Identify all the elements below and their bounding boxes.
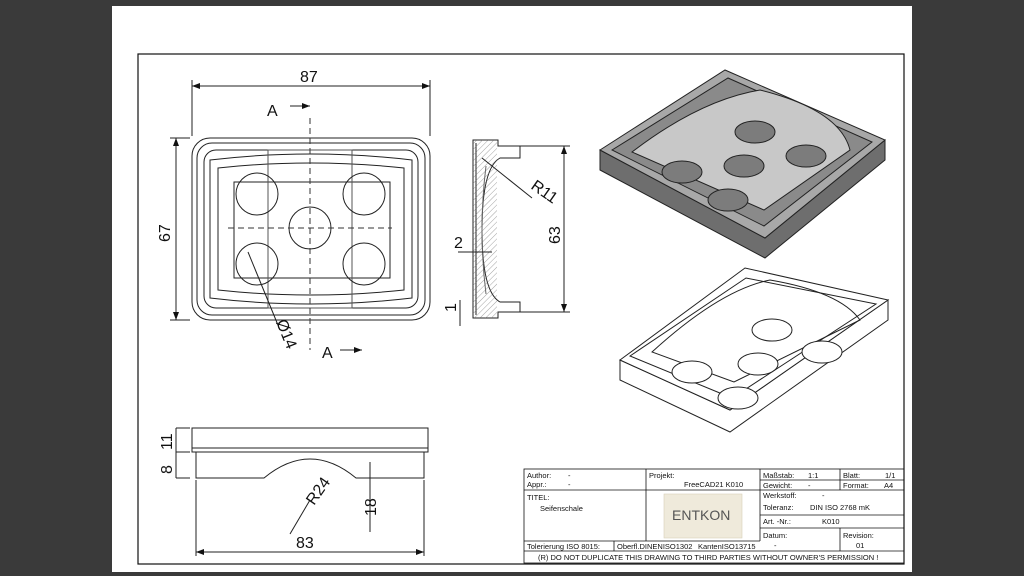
frame-border <box>137 53 905 565</box>
dim-lip-1: 1 <box>443 303 460 312</box>
dim-side-height-63: 63 <box>547 226 564 244</box>
tolerierung-text: Tolerierung ISO 8015: <box>527 542 600 551</box>
dim-front-depth-18: 18 <box>363 498 380 516</box>
author-value: - <box>568 471 571 480</box>
copyright-notice: (R) DO NOT DUPLICATE THIS DRAWING TO THI… <box>538 553 878 562</box>
iso-view-wireframe <box>619 267 890 433</box>
titel-label: TITEL: <box>527 493 550 502</box>
massstab-label: Maßstab: <box>763 471 794 480</box>
format-value: A4 <box>884 481 893 490</box>
appr-label: Appr.: <box>527 480 547 489</box>
dim-front-top-11: 11 <box>159 433 176 450</box>
artnr-value: K010 <box>822 517 840 526</box>
gewicht-label: Gewicht: <box>763 481 792 490</box>
artnr-label: Art. -Nr.: <box>763 517 791 526</box>
blatt-label: Blatt: <box>843 471 860 480</box>
side-section-view <box>458 139 570 326</box>
section-label-a-top: A <box>267 103 278 120</box>
logo-text: ENTKON <box>672 507 730 523</box>
dim-height-67: 67 <box>157 224 174 242</box>
section-label-a-bottom: A <box>322 345 333 362</box>
dim-front-bottom-8: 8 <box>159 465 176 474</box>
revision-value: 01 <box>856 541 864 550</box>
oberfl-text: Oberfl.DINENISO1302 <box>617 542 692 551</box>
blatt-value: 1/1 <box>885 471 895 480</box>
toleranz-value: DIN ISO 2768 mK <box>810 503 870 512</box>
logo-box <box>663 493 743 539</box>
datum-value: - <box>774 541 777 550</box>
toleranz-label: Toleranz: <box>763 503 793 512</box>
projekt-label: Projekt: <box>649 471 674 480</box>
datum-label: Datum: <box>763 531 787 540</box>
author-label: Author: <box>527 471 551 480</box>
kanten-text: KantenISO13715 <box>698 542 756 551</box>
werkstoff-value: - <box>822 491 825 500</box>
revision-label: Revision: <box>843 531 874 540</box>
iso-view-shaded <box>599 69 886 259</box>
appr-value: - <box>568 480 571 489</box>
dim-width-87: 87 <box>300 69 318 86</box>
dim-radius-11: R11 <box>528 177 561 207</box>
dim-diameter-14: Ø14 <box>272 317 299 352</box>
dim-wall-2: 2 <box>454 235 463 252</box>
title-block <box>523 468 905 564</box>
titel-value: Seifenschale <box>540 504 583 513</box>
front-view <box>175 427 429 556</box>
gewicht-value: - <box>808 481 811 490</box>
dim-front-width-83: 83 <box>296 535 314 552</box>
massstab-value: 1:1 <box>808 471 818 480</box>
format-label: Format: <box>843 481 869 490</box>
projekt-value: FreeCAD21 K010 <box>684 480 743 489</box>
werkstoff-label: Werkstoff: <box>763 491 796 500</box>
top-view <box>170 80 431 351</box>
